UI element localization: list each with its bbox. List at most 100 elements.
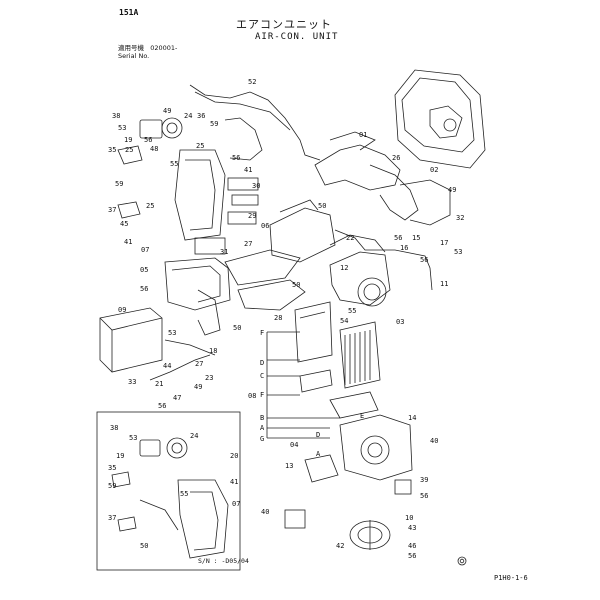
callout: 03 xyxy=(396,318,404,326)
callout: 53 xyxy=(129,434,137,442)
callout: 29 xyxy=(248,212,256,220)
callout: 16 xyxy=(400,244,408,252)
serial-block: 適用号機 020001- Serial No. xyxy=(118,44,177,60)
section-letter: B xyxy=(260,414,264,422)
callout: 41 xyxy=(124,238,132,246)
callout: 07 xyxy=(141,246,149,254)
callout: 55 xyxy=(170,160,178,168)
footer-code: P1H0-1-6 xyxy=(494,574,528,582)
callout: 14 xyxy=(408,414,416,422)
callout: 46 xyxy=(408,542,416,550)
section-letters: F D C F B A G E D A xyxy=(260,329,364,458)
callout: 42 xyxy=(336,542,344,550)
duct-01 xyxy=(314,144,401,191)
reference-mark-icon xyxy=(457,556,467,566)
callout: 49 xyxy=(448,186,456,194)
inset-actuator-assembly xyxy=(111,437,229,559)
callout: 24 xyxy=(184,112,192,120)
callout: 56 xyxy=(420,256,428,264)
callout: 13 xyxy=(285,462,293,470)
callout: 48 xyxy=(150,145,158,153)
section-letter: F xyxy=(260,391,264,399)
callout: 45 xyxy=(120,220,128,228)
callout: 09 xyxy=(118,306,126,314)
page-code: 151A xyxy=(119,8,139,17)
callout: 07 xyxy=(232,500,240,508)
blower-assembly xyxy=(284,391,413,550)
callout: 50 xyxy=(140,542,148,550)
callout: 41 xyxy=(244,166,252,174)
callout: 22 xyxy=(346,234,354,242)
callout: 41 xyxy=(230,478,238,486)
callout: 47 xyxy=(173,394,181,402)
title-japanese: エアコンユニット xyxy=(236,18,332,31)
callout: 01 xyxy=(359,131,367,139)
title-english: AIR-CON. UNIT xyxy=(255,32,339,42)
section-letter: F xyxy=(260,329,264,337)
callout: 38 xyxy=(112,112,120,120)
callout: 35 xyxy=(108,464,116,472)
callout: 08 xyxy=(248,392,256,400)
callout: 32 xyxy=(456,214,464,222)
case-05 xyxy=(164,257,231,311)
callout: 15 xyxy=(412,234,420,242)
callout: 30 xyxy=(252,182,260,190)
callout: 21 xyxy=(155,380,163,388)
left-actuator-assembly xyxy=(117,117,259,255)
serial-value: 020001- xyxy=(150,44,178,52)
callout: 36 xyxy=(197,112,205,120)
callout: 50 xyxy=(233,324,241,332)
callout: 10 xyxy=(405,514,413,522)
section-letter: A xyxy=(260,424,265,432)
callout: 35 xyxy=(108,146,116,154)
callout: 52 xyxy=(248,78,256,86)
callout: 37 xyxy=(108,514,116,522)
callout: 56 xyxy=(140,285,148,293)
callout: 53 xyxy=(168,329,176,337)
section-letter: E xyxy=(360,412,364,420)
callout: 05 xyxy=(140,266,148,274)
callout: 02 xyxy=(430,166,438,174)
callout: 55 xyxy=(180,490,188,498)
callout: 44 xyxy=(163,362,171,370)
serial-label-en: Serial No. xyxy=(118,52,150,60)
callout: 19 xyxy=(124,136,132,144)
callout: 27 xyxy=(195,360,203,368)
callout: 50 xyxy=(292,281,300,289)
callout: 53 xyxy=(454,248,462,256)
callout: 11 xyxy=(440,280,448,288)
callout: 56 xyxy=(232,154,240,162)
callout: 38 xyxy=(110,424,118,432)
callout: 56 xyxy=(144,136,152,144)
serial-label-jp: 適用号機 xyxy=(118,44,144,52)
callout: 23 xyxy=(205,374,213,382)
callout: 28 xyxy=(274,314,282,322)
callout: 39 xyxy=(420,476,428,484)
callout: 04 xyxy=(290,441,298,449)
callout: 56 xyxy=(394,234,402,242)
section-letter: D xyxy=(260,359,264,367)
callout: 25 xyxy=(146,202,154,210)
callout: 49 xyxy=(163,107,171,115)
callout: 49 xyxy=(194,383,202,391)
callout: 06 xyxy=(261,222,269,230)
callout: 33 xyxy=(128,378,136,386)
callout: 37 xyxy=(108,206,116,214)
callout: 56 xyxy=(158,402,166,410)
callout: 40 xyxy=(261,508,269,516)
callout: 43 xyxy=(408,524,416,532)
evaporator-housing xyxy=(224,199,336,311)
callout: 56 xyxy=(420,492,428,500)
callout: 20 xyxy=(230,452,238,460)
section-letter: D xyxy=(316,431,320,439)
callout: 19 xyxy=(116,452,124,460)
callout: 25 xyxy=(125,146,133,154)
callout: 25 xyxy=(196,142,204,150)
callout: 50 xyxy=(318,202,326,210)
callout: 56 xyxy=(408,552,416,560)
callout: 59 xyxy=(210,120,218,128)
callout: 55 xyxy=(348,307,356,315)
callout-labels: 52 38 24 49 53 19 56 36 59 48 25 35 25 5… xyxy=(108,78,464,560)
